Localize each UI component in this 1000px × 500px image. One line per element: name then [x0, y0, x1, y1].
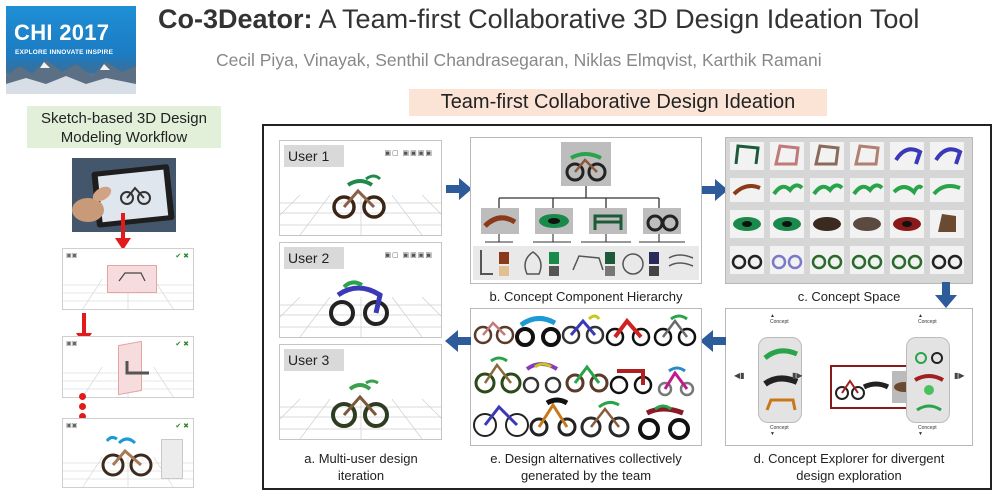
chi-logo: CHI 2017 EXPLORE INNOVATE INSPIRE [6, 6, 136, 94]
explorer-carousel-left [758, 337, 802, 423]
workflow-step-extrude: ▣▣ ✔ ✖ [62, 336, 194, 398]
user-panel-2: User 2 ▣▢ ▣▣▣▣ [279, 242, 442, 338]
bike-model-3 [331, 379, 389, 428]
material-swatch-row [473, 246, 699, 280]
workflow-label: Sketch-based 3D Design Modeling Workflow [27, 106, 221, 148]
logo-subtitle: EXPLORE INNOVATE INSPIRE [15, 49, 114, 56]
toolbar-icons: ▣▣ [66, 341, 78, 347]
mountain-image [6, 60, 136, 94]
caption-c: c. Concept Space [797, 289, 901, 304]
concept-down-button[interactable]: Concept▼ [770, 425, 789, 437]
workflow-arrow-1 [115, 213, 131, 250]
caption-e: e. Design alternatives collectively gene… [470, 450, 702, 484]
caption-e-line1: e. Design alternatives collectively [490, 451, 682, 466]
check-icon: ✔ ✖ [175, 423, 189, 430]
bike-model-icon [101, 435, 153, 477]
concept-down-label: Concept [770, 425, 789, 431]
toolbar-icons: ▣▣ [66, 253, 78, 259]
panel-toolbar-icons: ▣▢ ▣▣▣▣ [384, 150, 433, 157]
check-icon: ✔ ✖ [175, 253, 189, 260]
title-rest: A Team-first Collaborative 3D Design Ide… [312, 4, 920, 34]
caption-d: d. Concept Explorer for divergent design… [725, 450, 973, 484]
workflow-step-sketch: ▣▣ ✔ ✖ [62, 248, 194, 310]
caption-a: a. Multi-user design iteration [276, 450, 446, 484]
design-alternatives-grid [473, 314, 697, 440]
panel-toolbar-icons: ▣▢ ▣▣▣▣ [384, 252, 433, 259]
flow-arrow-left-2 [445, 330, 471, 352]
design-alternatives-panel [470, 308, 702, 446]
carousel-right-arrow-2[interactable]: ▮▶ [954, 371, 965, 380]
bike-model-1 [332, 174, 386, 219]
author-list: Cecil Piya, Vinayak, Senthil Chandrasega… [216, 50, 822, 70]
user-label-3: User 3 [284, 349, 344, 371]
concept-up-label: Concept [770, 319, 789, 325]
concept-down-label-right: Concept [918, 425, 937, 431]
concept-space-grid [730, 142, 964, 274]
paper-title: Co-3Deator: A Team-first Collaborative 3… [158, 4, 919, 35]
grid-floor [280, 297, 441, 337]
workflow-arrow-2 [76, 313, 92, 345]
grid-floor [280, 399, 441, 439]
component-handlebar [481, 208, 519, 234]
concept-down-button-right[interactable]: Concept▼ [918, 425, 937, 437]
caption-a-line1: a. Multi-user design [304, 451, 418, 466]
user-panel-3: User 3 [279, 344, 442, 440]
carousel-left-arrow[interactable]: ◀▮ [734, 371, 745, 380]
caption-d-line2: design exploration [796, 468, 902, 483]
flow-arrow-right-2 [702, 179, 728, 201]
explorer-carousel-right [906, 337, 950, 423]
flow-arrow-right-1 [446, 178, 472, 200]
concept-up-label-right: Concept [918, 319, 937, 325]
concept-up-button-right[interactable]: ▲Concept [918, 313, 937, 325]
concept-explorer-panel: ▲Concept Concept▼ ◀▮ ▮▶ ▲Concept Concept… [725, 308, 973, 446]
workflow-step-bike: ▣▣ ✔ ✖ [62, 418, 194, 488]
user-panel-1: User 1 ▣▢ ▣▣▣▣ [279, 140, 442, 236]
caption-d-line1: d. Concept Explorer for divergent [753, 451, 945, 466]
component-wheels [643, 208, 681, 234]
concept-space-panel [725, 137, 973, 284]
concept-up-button[interactable]: ▲Concept [770, 313, 789, 325]
check-icon: ✔ ✖ [175, 341, 189, 348]
section-title: Team-first Collaborative Design Ideation [409, 89, 827, 116]
caption-a-line2: iteration [337, 468, 385, 483]
selected-design-strip [830, 365, 918, 409]
progress-dot [79, 393, 86, 400]
hierarchy-connectors [498, 186, 660, 208]
progress-dot [79, 413, 86, 420]
user-label-1: User 1 [284, 145, 344, 167]
component-frame [589, 208, 627, 234]
component-hierarchy-panel [470, 137, 702, 284]
progress-dot [79, 403, 86, 410]
flow-arrow-down [935, 282, 957, 308]
caption-b: b. Concept Component Hierarchy [489, 289, 683, 304]
flow-arrow-left-1 [700, 330, 726, 352]
component-seat [535, 208, 573, 234]
logo-title: CHI 2017 [14, 20, 110, 45]
title-bold: Co-3Deator: [158, 4, 313, 34]
hierarchy-connectors-lower [485, 234, 685, 243]
root-bike-node [561, 142, 611, 186]
workflow-label-line1: Sketch-based 3D Design [41, 110, 207, 127]
grid-floor [280, 195, 441, 235]
user-label-2: User 2 [284, 247, 344, 269]
workflow-label-line2: Modeling Workflow [60, 129, 188, 146]
carousel-right-arrow[interactable]: ▮▶ [792, 371, 803, 380]
bike-model-2 [329, 280, 389, 326]
caption-e-line2: generated by the team [520, 468, 652, 483]
toolbar-icons: ▣▣ [66, 423, 78, 429]
